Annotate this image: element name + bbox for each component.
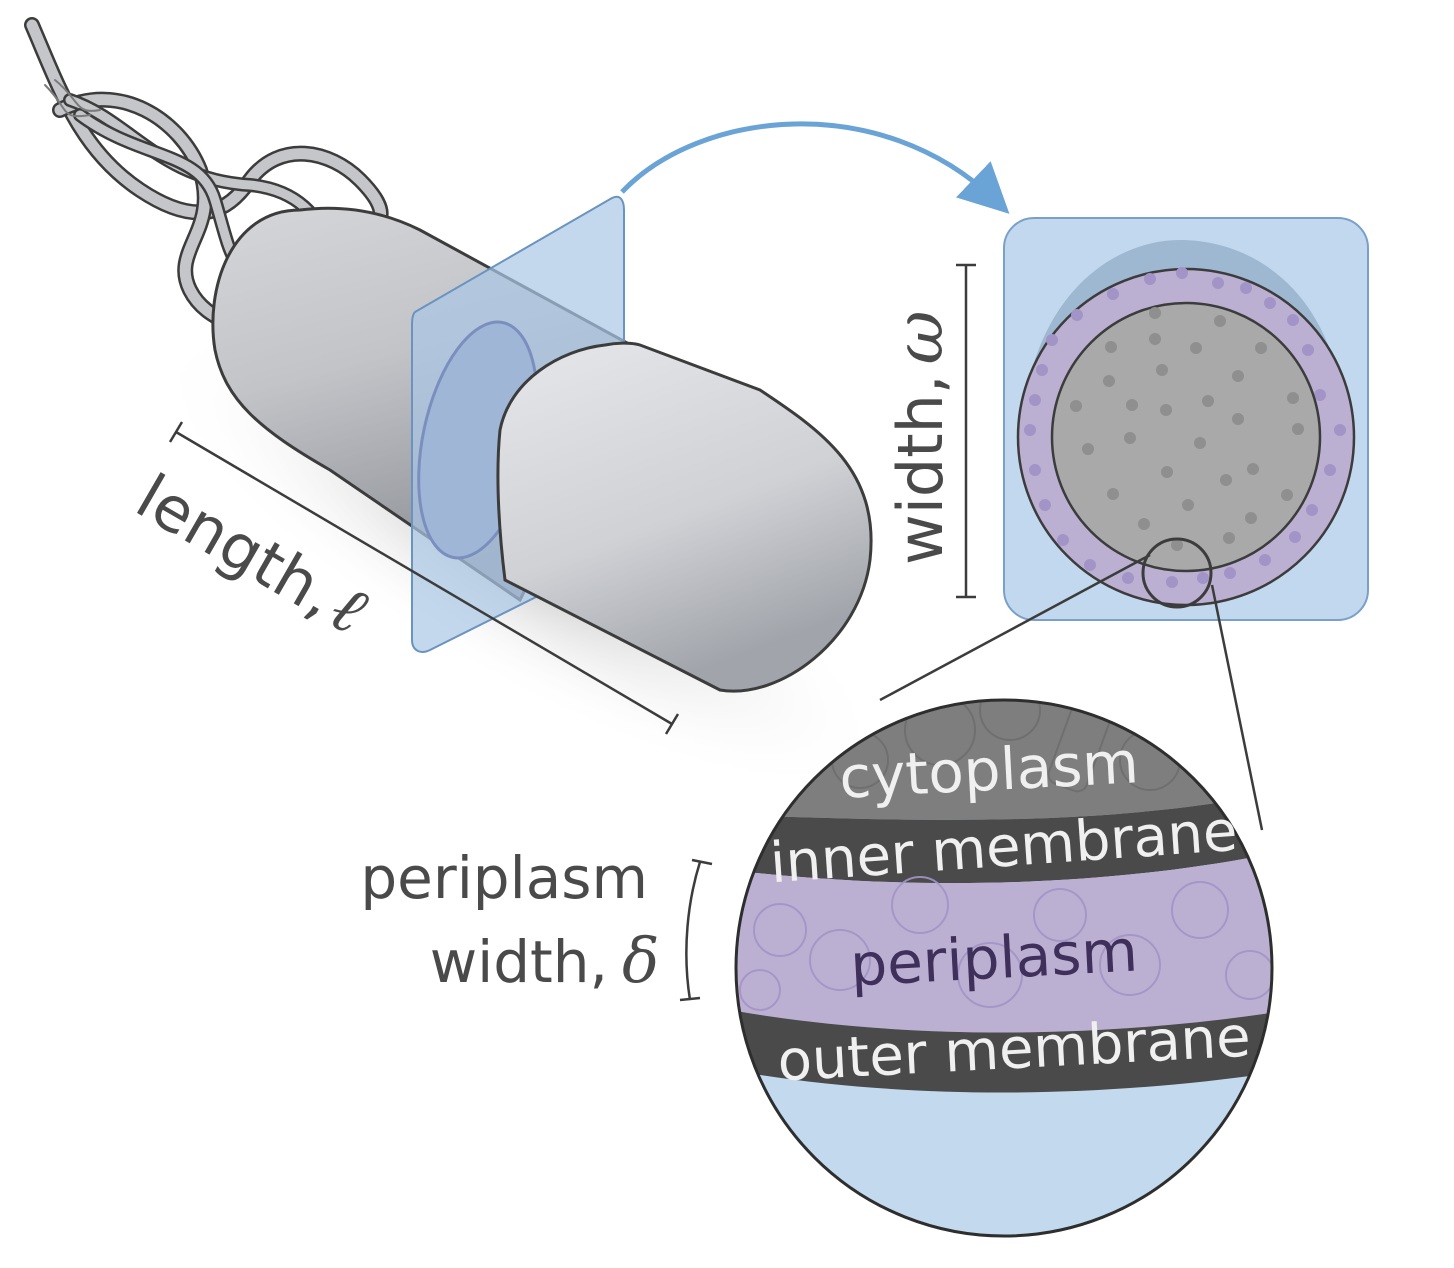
zoom-region-circle — [1141, 537, 1213, 609]
cross-section-arrow — [620, 121, 1010, 214]
width-label: width,ω — [881, 311, 958, 565]
periplasm-label: periplasm — [849, 917, 1140, 1000]
bracket-bottom-tick — [679, 996, 701, 1002]
zoom-callout-lines — [879, 553, 1264, 831]
cell-cap — [496, 341, 873, 693]
magnified-envelope-view — [736, 700, 1272, 1236]
cytoplasm-dots — [1070, 307, 1304, 551]
width-dimension — [956, 263, 976, 599]
lens-outline — [734, 698, 1274, 1238]
bracket-top-tick — [691, 858, 713, 866]
cross-section-view — [1003, 217, 1369, 621]
periplasm-width-symbol: δ — [622, 924, 659, 997]
periplasm-dots — [1024, 267, 1346, 588]
periplasm-width-bracket — [685, 861, 702, 1001]
flagella-icon — [24, 17, 389, 368]
cytoplasm-disk — [1050, 301, 1322, 573]
periplasm-width-label-line1: periplasm — [360, 844, 648, 912]
inner-membrane-layer — [736, 790, 1272, 884]
cytoplasm-label: cytoplasm — [838, 728, 1141, 812]
outer-membrane-layer — [736, 1010, 1272, 1093]
length-dimension — [168, 421, 680, 735]
periplasm-width-label-line2: width, — [430, 928, 608, 996]
